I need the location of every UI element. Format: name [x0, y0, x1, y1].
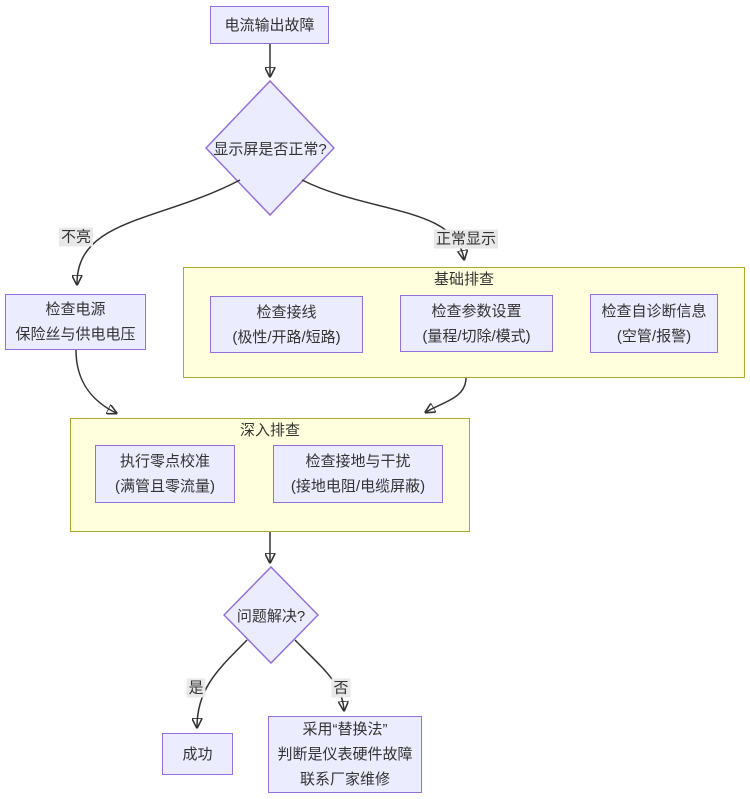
node-label-line2: (量程/切除/模式): [422, 327, 531, 345]
node-label-line1: 检查参数设置: [431, 302, 522, 320]
node-label: 成功: [182, 745, 213, 763]
node-label: 电流输出故障: [224, 16, 315, 34]
cluster-deep-title: 深入排查: [239, 422, 300, 439]
decision-label: 显示屏是否正常?: [213, 140, 327, 158]
node-label-line1: 检查接线: [256, 303, 317, 321]
node-label-line2: 判断是仪表硬件故障: [277, 746, 413, 763]
node-label-line1: 检查自诊断信息: [601, 302, 707, 320]
node-replace-method: 采用“替换法” 判断是仪表硬件故障 联系厂家维修: [268, 716, 422, 793]
node-check-power: 检查电源 保险丝与供电电压: [5, 294, 146, 350]
node-check-grounding: 检查接地与干扰 (接地电阻/电缆屏蔽): [273, 445, 443, 503]
node-check-params: 检查参数设置 (量程/切除/模式): [400, 295, 553, 352]
edge-basic-to-deep: [426, 377, 467, 412]
edge-label-normal-display: 正常显示: [433, 229, 499, 249]
edge-label-yes: 是: [186, 678, 206, 698]
decision-problem-solved: 问题解决?: [223, 566, 319, 664]
node-label-line2: (接地电阻/电缆屏蔽): [290, 478, 426, 495]
node-current-output-fault: 电流输出故障: [210, 6, 329, 44]
diamond-shape: [223, 566, 319, 664]
decision-display-normal: 显示屏是否正常?: [205, 80, 335, 216]
node-zero-calibration: 执行零点校准 (满管且零流量): [95, 445, 235, 503]
edge-power-to-deep: [75, 349, 116, 413]
node-label-line1: 检查接地与干扰: [305, 453, 411, 470]
node-label-line3: 联系厂家维修: [299, 771, 390, 788]
cluster-basic-title: 基础排查: [433, 271, 494, 288]
edge-label-no: 否: [331, 678, 351, 698]
node-label-line2: (极性/开路/短路): [232, 328, 341, 346]
node-success: 成功: [162, 733, 233, 775]
node-label-line2: (满管且零流量): [115, 478, 215, 495]
node-label-line1: 检查电源: [45, 301, 106, 318]
node-check-wiring: 检查接线 (极性/开路/短路): [210, 296, 363, 353]
node-label-line2: (空管/报警): [616, 327, 692, 345]
node-label-line2: 保险丝与供电电压: [15, 326, 136, 343]
node-check-diagnostics: 检查自诊断信息 (空管/报警): [590, 294, 718, 353]
edge-label-not-lit: 不亮: [58, 227, 94, 247]
node-label-line1: 执行零点校准: [119, 453, 210, 470]
node-label-line1: 采用“替换法”: [302, 721, 388, 738]
decision-label: 问题解决?: [236, 607, 306, 625]
